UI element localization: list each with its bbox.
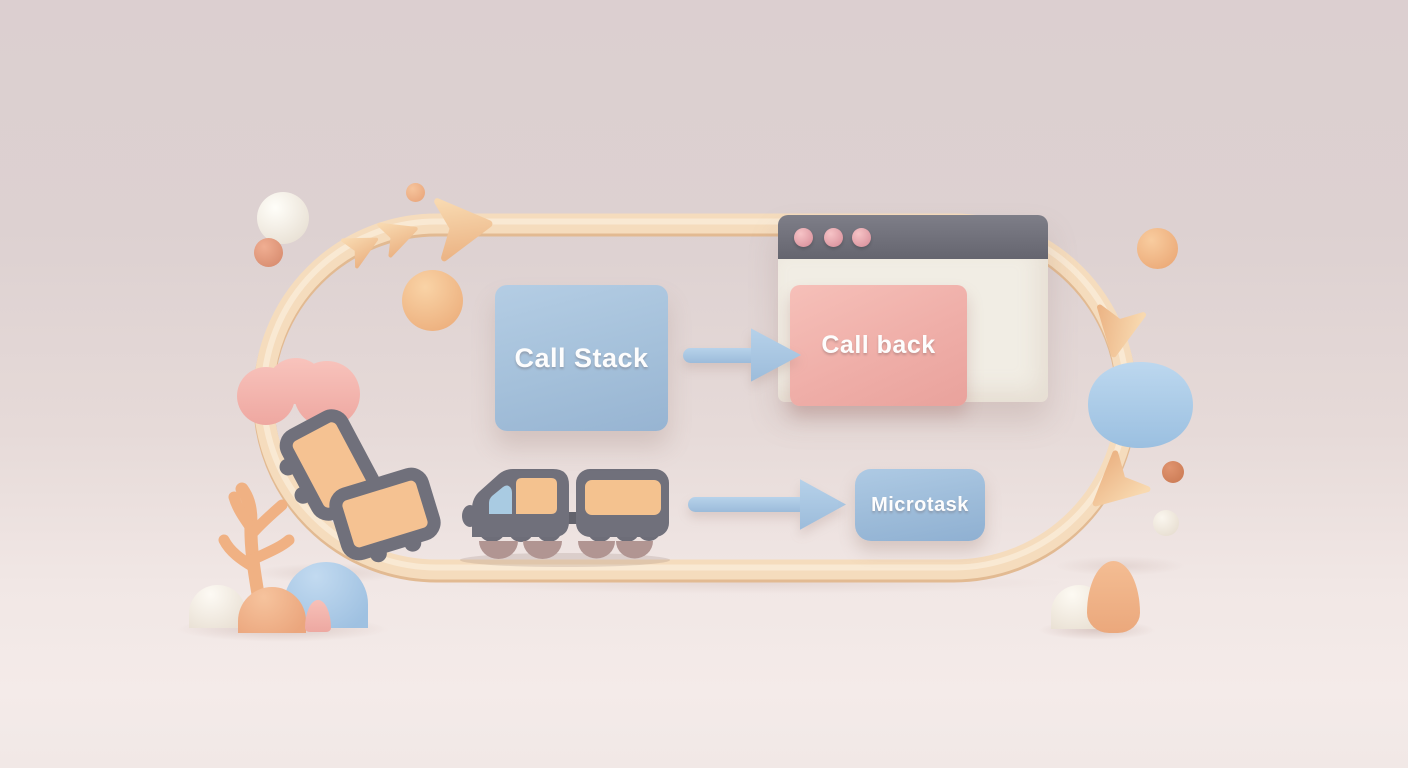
wheel-covers <box>479 541 653 559</box>
dome-orange <box>238 587 306 633</box>
browser-titlebar <box>778 215 1048 259</box>
locomotive-window <box>516 478 557 514</box>
call-stack-label: Call Stack <box>514 342 649 373</box>
arrow-shaft <box>683 348 759 363</box>
callback-card: Call back <box>790 285 967 406</box>
sphere-salmon-top-left <box>254 238 283 267</box>
flow-arrow-train-to-microtask-icon <box>688 477 846 532</box>
sphere-white-right <box>1153 510 1179 536</box>
track-arrow-icon <box>377 222 418 258</box>
window-dot-icon <box>794 228 813 247</box>
call-stack-box: Call Stack <box>495 285 668 431</box>
browser-window: Call back <box>778 215 1048 406</box>
microtask-label: Microtask <box>871 493 969 516</box>
track-arrow-icon <box>434 198 493 262</box>
flow-arrow-callstack-to-callback-icon <box>683 326 801 384</box>
microtask-box: Microtask <box>855 469 985 541</box>
track-arrow-icon <box>1097 304 1147 358</box>
dome-white-left <box>189 585 246 628</box>
callback-label: Call back <box>821 331 936 359</box>
pink-blob <box>237 358 360 427</box>
track-direction-arrows <box>341 198 1151 507</box>
track-arrow-icon <box>1092 450 1151 507</box>
sphere-rust-right <box>1162 461 1184 483</box>
derailed-train-cars <box>279 409 441 563</box>
window-dot-icon <box>852 228 871 247</box>
arrow-shaft <box>688 497 808 512</box>
sphere-white-top-left <box>257 192 309 244</box>
blue-blob <box>1088 362 1193 448</box>
window-dot-icon <box>824 228 843 247</box>
arrow-head <box>800 479 846 530</box>
wagon-window <box>585 480 661 515</box>
sphere-peach-dot-top <box>406 183 425 202</box>
track-arrow-icon <box>341 237 379 269</box>
coral-plant-icon <box>218 482 295 627</box>
train <box>460 469 670 567</box>
arrow-head <box>751 328 801 382</box>
sphere-peach-top-right <box>1137 228 1178 269</box>
locomotive-windshield <box>489 485 512 514</box>
sphere-orange-left <box>402 270 463 331</box>
